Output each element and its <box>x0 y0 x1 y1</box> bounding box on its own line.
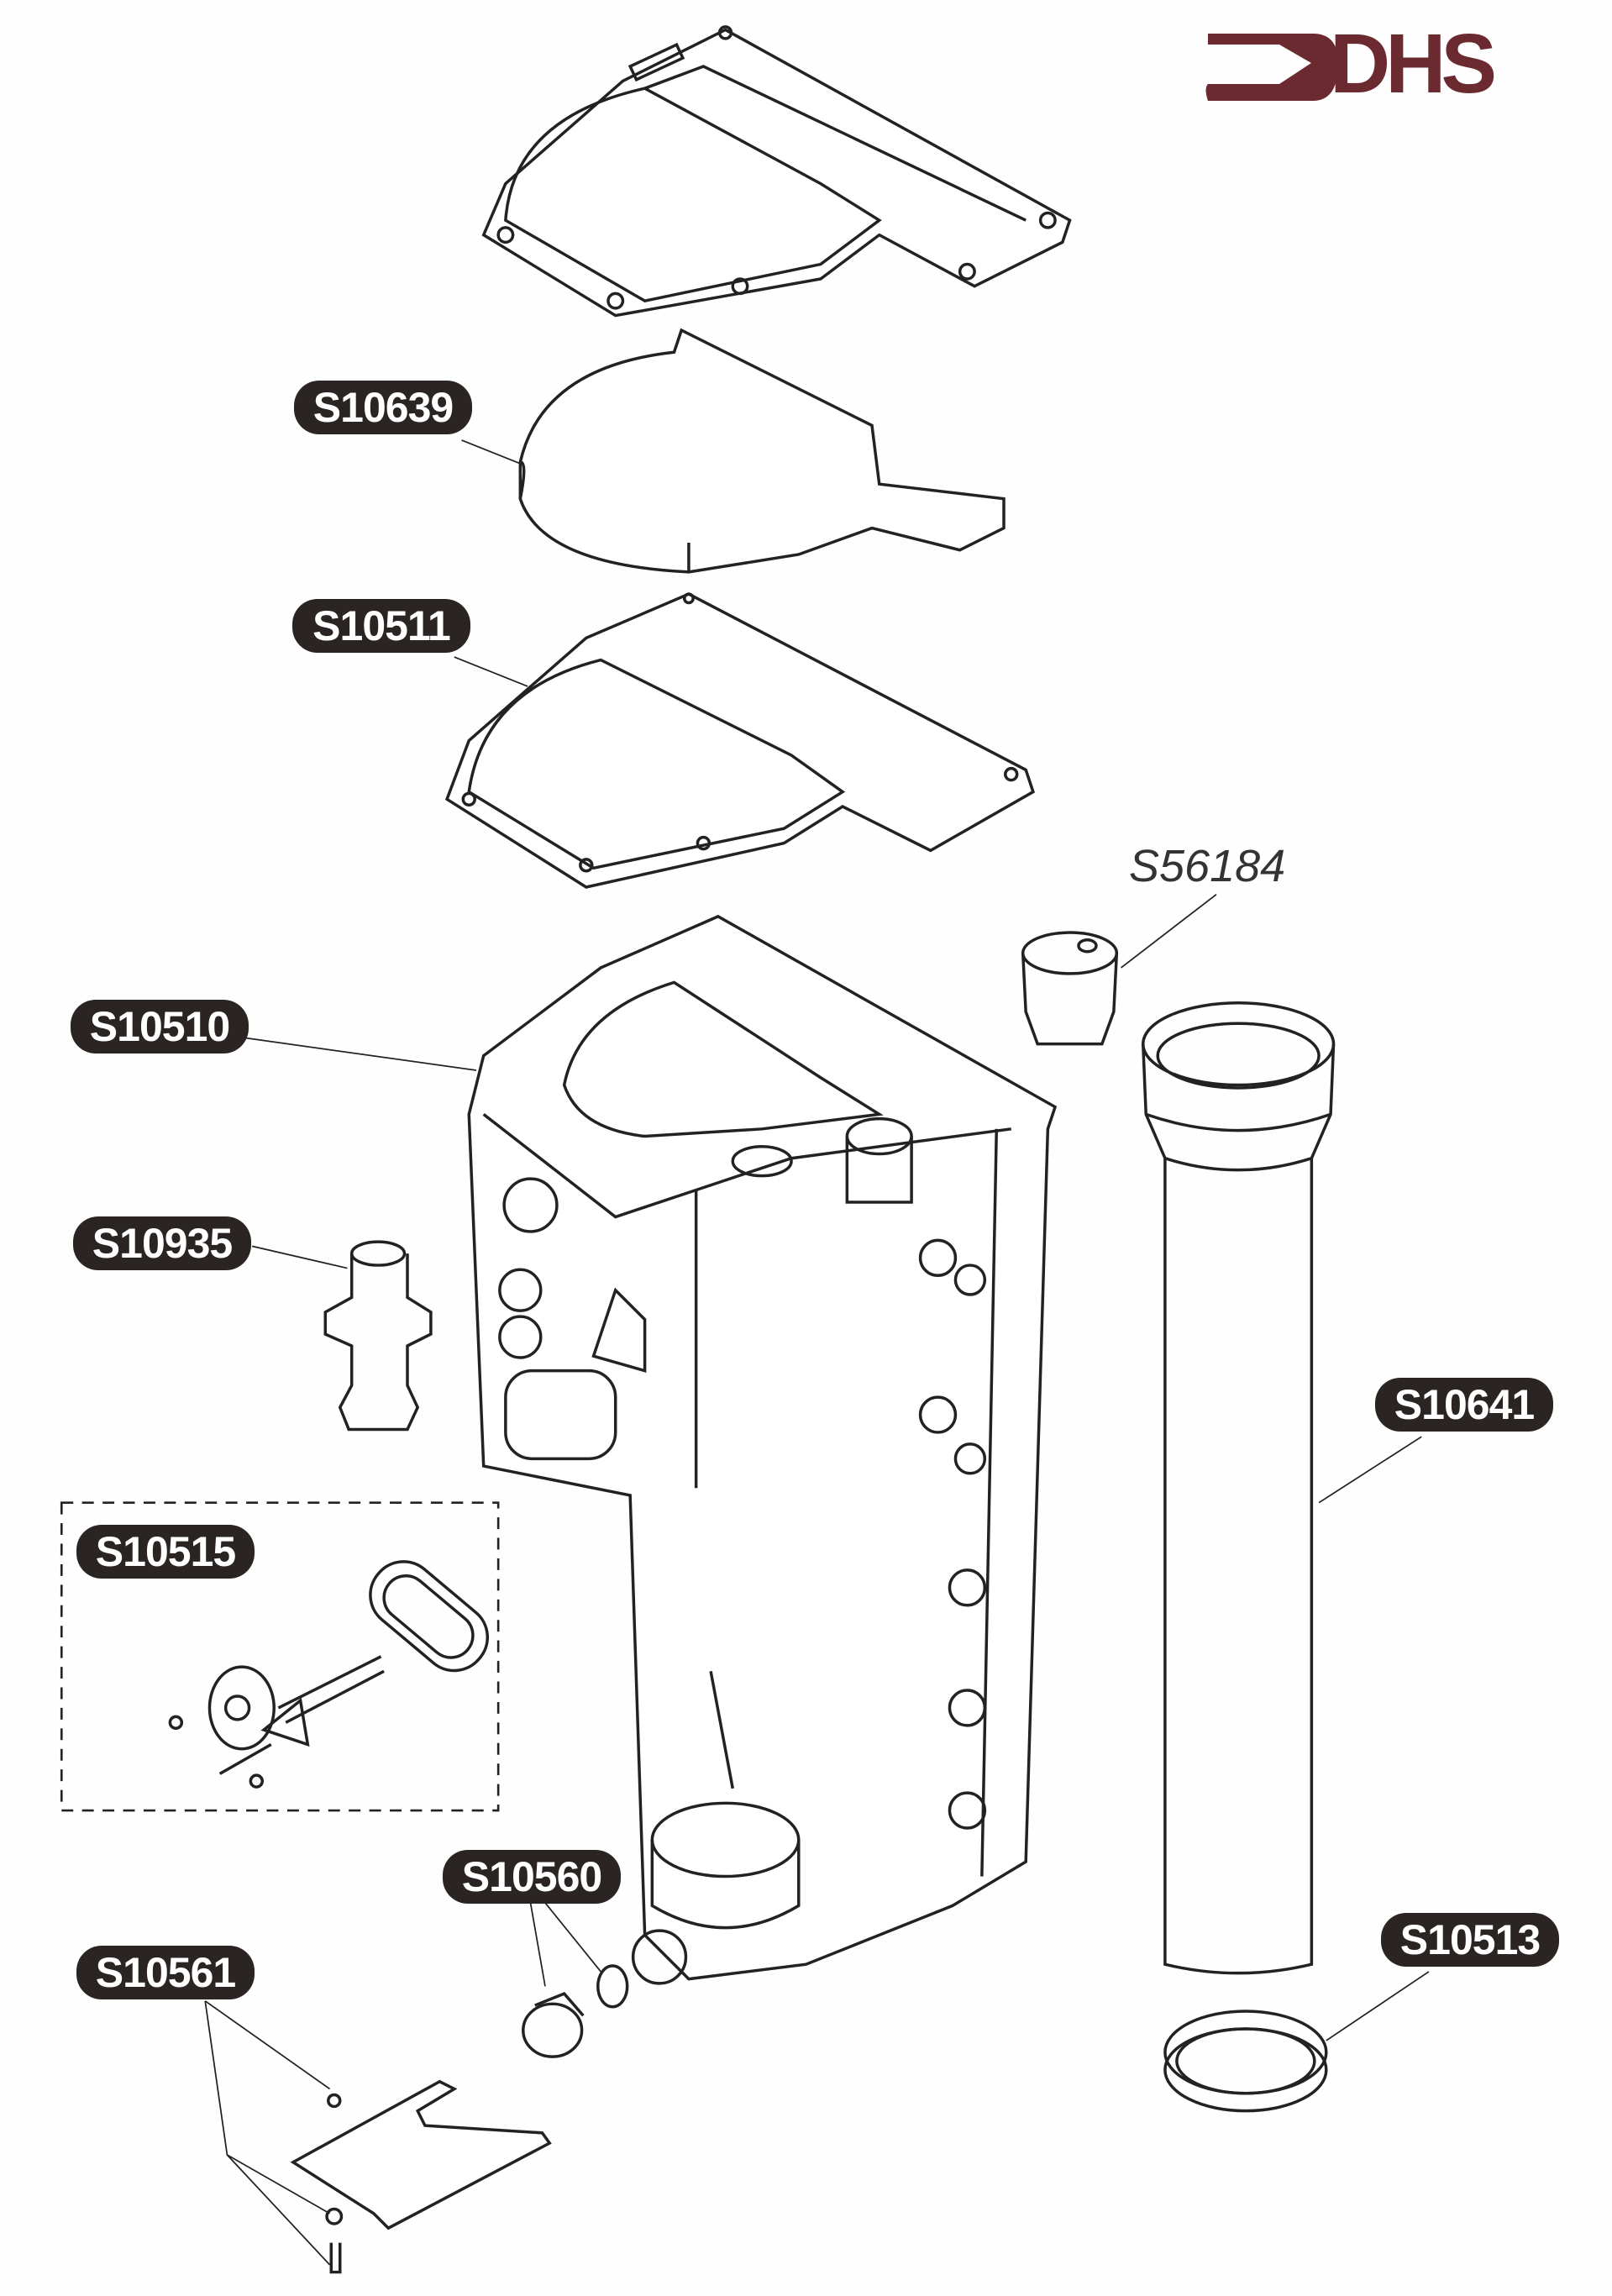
leader-s10935 <box>251 1245 348 1269</box>
leader-s10510 <box>245 1037 477 1071</box>
part-label-s10935: S10935 <box>73 1216 251 1270</box>
flue-pipe-part <box>1142 1001 1336 1975</box>
seal-ring-part <box>1163 2010 1328 2113</box>
leader-s10511 <box>454 656 528 687</box>
top-cover-part <box>481 25 1072 318</box>
logo-text: DHS <box>1330 17 1497 111</box>
part-label-s56184: S56184 <box>1129 841 1286 891</box>
part-label-s10641: S10641 <box>1375 1378 1553 1432</box>
leader-s10561 <box>204 2000 331 2266</box>
leader-s10641 <box>1318 1436 1422 1504</box>
leader-s10513 <box>1326 1971 1430 2041</box>
part-label-s10513: S10513 <box>1381 1913 1559 1967</box>
insulation-panel-part <box>518 328 1006 574</box>
pipe-fitting-part <box>323 1240 433 1432</box>
arrow-logo-icon <box>1205 34 1338 101</box>
gasket-part <box>444 592 1036 889</box>
bracket-part <box>290 2079 552 2274</box>
part-label-s10510: S10510 <box>71 1000 249 1053</box>
sensor-part <box>1021 931 1119 1046</box>
leader-s10639 <box>461 439 528 468</box>
part-label-s10561: S10561 <box>76 1946 255 1999</box>
ignition-electrode-part <box>168 1560 490 1789</box>
s10515-kit-box <box>60 1501 500 1812</box>
part-label-s10639: S10639 <box>294 381 472 434</box>
part-label-s10511: S10511 <box>292 599 470 653</box>
part-label-s10560: S10560 <box>443 1850 621 1904</box>
heat-exchanger-body-part <box>467 914 1058 1985</box>
leader-s56184 <box>1121 894 1217 969</box>
leader-s10560-a <box>529 1902 546 1987</box>
leader-s10560-b <box>544 1902 601 1973</box>
part-label-s10515: S10515 <box>76 1525 255 1579</box>
drain-cap-part <box>522 1964 629 2058</box>
